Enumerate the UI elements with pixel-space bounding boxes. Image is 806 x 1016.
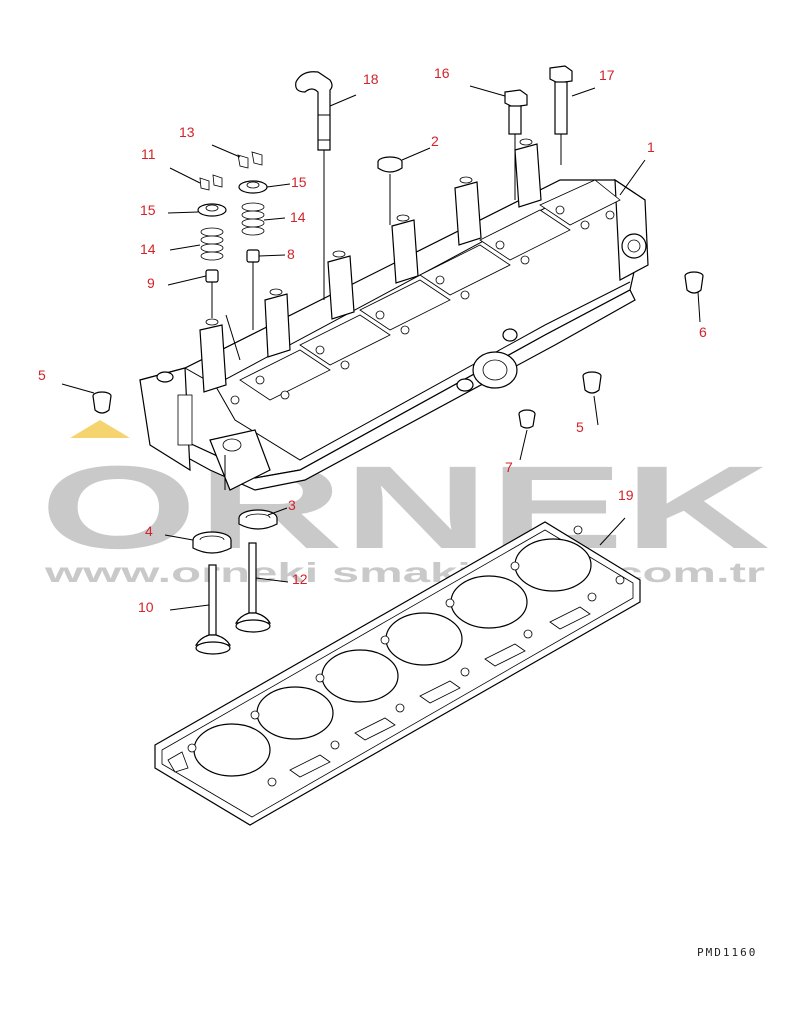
- callout-18: 18: [363, 71, 379, 87]
- callout-1: 1: [647, 139, 655, 155]
- callout-5-left: 5: [38, 367, 46, 383]
- callout-11: 11: [141, 146, 156, 162]
- callout-15-left: 15: [140, 202, 156, 218]
- callout-19: 19: [618, 487, 634, 503]
- callout-5-right: 5: [576, 419, 584, 435]
- leader-lines: [61, 85, 701, 611]
- cylinder-head: [139, 138, 649, 491]
- callout-8: 8: [287, 246, 295, 262]
- valves: [194, 542, 272, 655]
- part-18-tube: [295, 71, 333, 300]
- callout-14-left: 14: [140, 241, 156, 257]
- callout-14-right: 14: [290, 209, 306, 225]
- callout-15-right: 15: [291, 174, 307, 190]
- callout-16: 16: [434, 65, 450, 81]
- callout-3: 3: [288, 497, 296, 513]
- watermark-url: www.orneki smakinalari.com.tr: [43, 557, 765, 588]
- part-16-bolt: [504, 89, 528, 200]
- callout-17: 17: [599, 67, 615, 83]
- valve-seats: [192, 509, 278, 554]
- callout-labels: 1 2 3 4 5 5 6 7 8 9 10 11 12 13 14 14 15…: [38, 65, 707, 615]
- callout-2: 2: [431, 133, 439, 149]
- callout-13: 13: [179, 124, 195, 140]
- valve-train-parts: [197, 151, 268, 361]
- drawing-code: PMD1160: [697, 946, 757, 959]
- watermark: ORNEK www.orneki smakinalari.com.tr: [40, 420, 770, 588]
- plug-parts: [92, 271, 704, 429]
- part-17-bolt: [549, 65, 573, 165]
- watermark-brand: ORNEK: [40, 442, 770, 574]
- callout-6: 6: [699, 324, 707, 340]
- callout-7: 7: [505, 459, 513, 475]
- callout-9: 9: [147, 275, 155, 291]
- part-2-cap: [377, 156, 403, 225]
- callout-10: 10: [138, 599, 154, 615]
- callout-4: 4: [145, 523, 153, 539]
- callout-12: 12: [292, 571, 308, 587]
- watermark-accent: [70, 420, 130, 438]
- part-19-head-gasket: [154, 521, 641, 826]
